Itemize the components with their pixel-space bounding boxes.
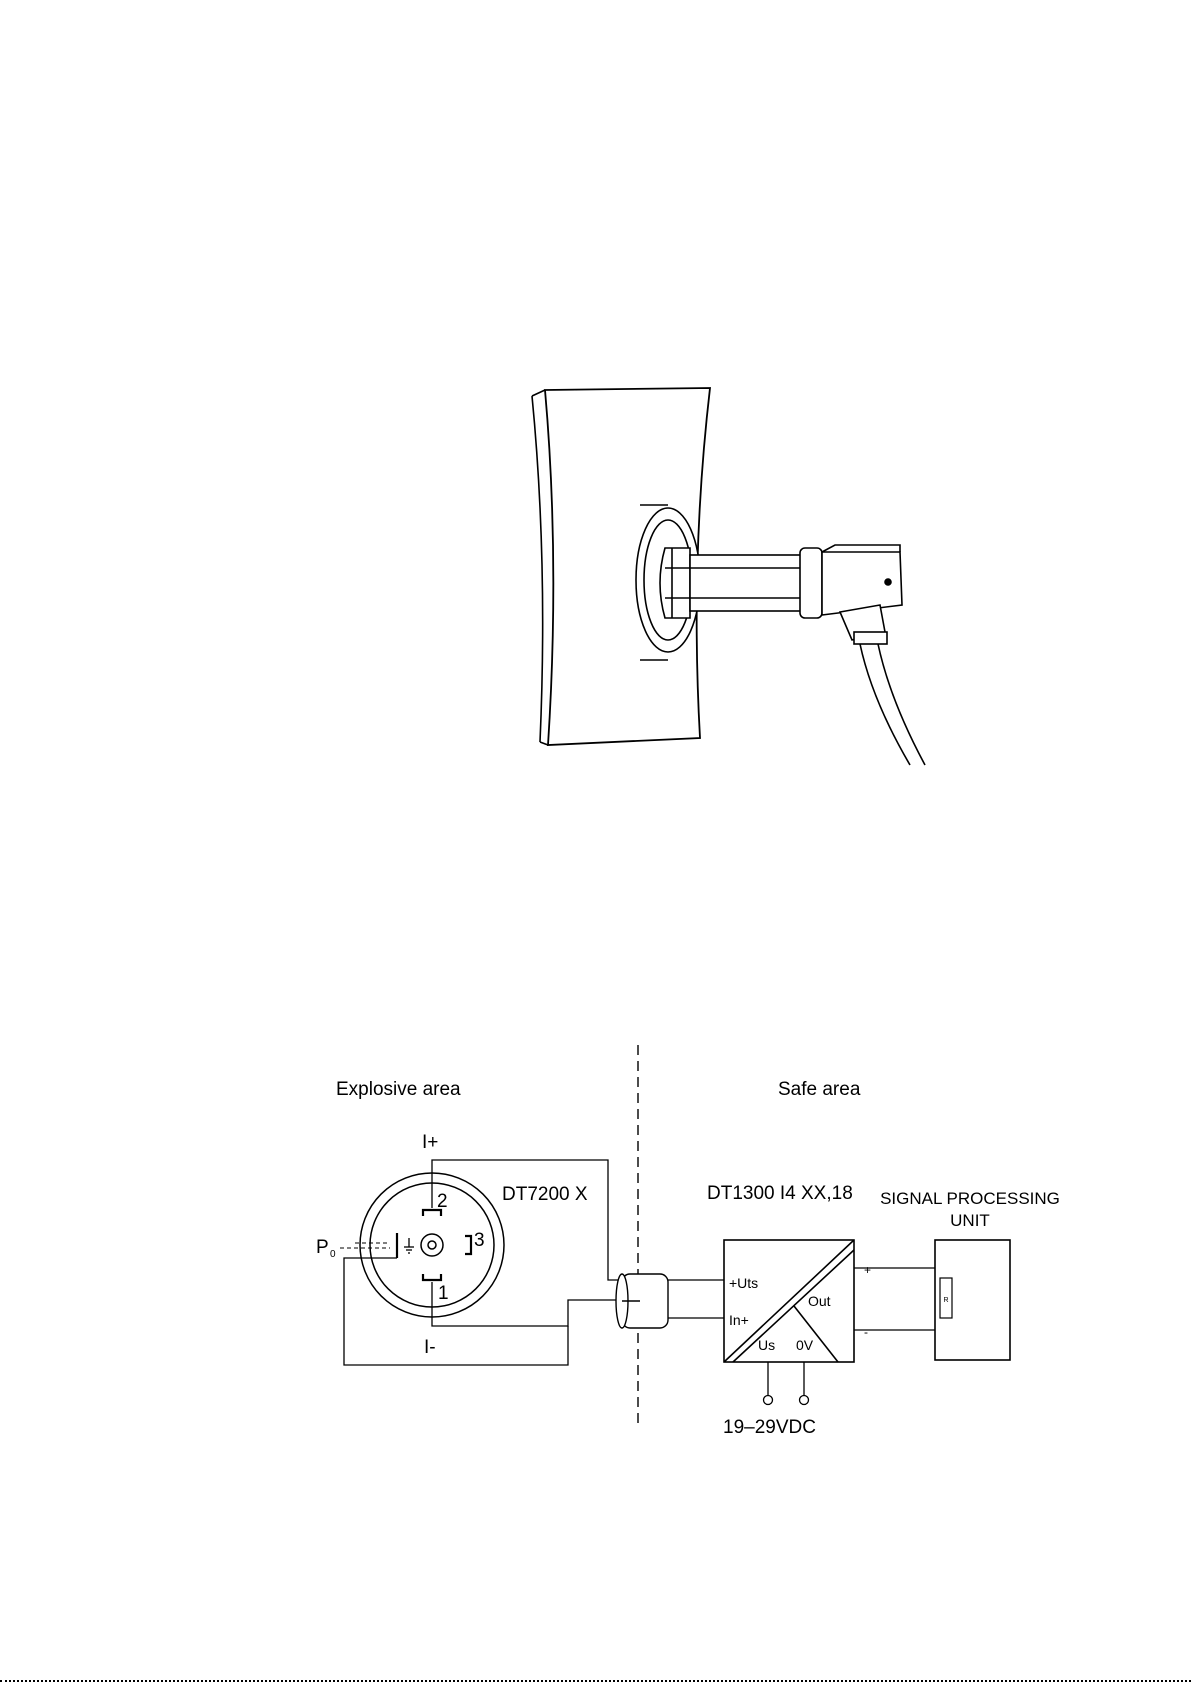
cable-gland (854, 632, 887, 644)
p0-label: P (316, 1237, 329, 1258)
i-plus-label: I+ (422, 1132, 438, 1153)
signal-unit-title-2: UNIT (950, 1211, 990, 1230)
pin-2-label: 2 (437, 1191, 448, 1212)
wire-i-minus (432, 1282, 620, 1326)
hex-nut (660, 548, 690, 618)
explosive-area-label: Explosive area (336, 1079, 461, 1100)
supply-voltage-label: 19–29VDC (723, 1417, 816, 1438)
page-bottom-rule (0, 1680, 1191, 1682)
zero-v-label: 0V (796, 1337, 814, 1353)
transmitter-model-label: DT7200 X (502, 1184, 588, 1205)
pin-3-label: 3 (474, 1230, 485, 1251)
cable-junction (616, 1274, 668, 1328)
sensor-body (690, 555, 802, 611)
in-label: In+ (729, 1312, 749, 1328)
out-plus-label: + (864, 1263, 871, 1277)
pin-1-label: 1 (438, 1283, 449, 1304)
center-pin (421, 1234, 443, 1256)
out-label: Out (808, 1293, 831, 1309)
ground-icon (404, 1238, 414, 1253)
signal-unit-title-1: SIGNAL PROCESSING (880, 1189, 1060, 1208)
connector-screw (885, 579, 891, 585)
p0-subscript: 0 (330, 1249, 336, 1260)
pin-3 (465, 1236, 471, 1254)
us-label: Us (758, 1337, 775, 1353)
resistor-label: R (943, 1297, 948, 1304)
barrier-model-label: DT1300 I4 XX,18 (707, 1183, 853, 1204)
terminal-us (764, 1396, 773, 1405)
out-minus-label: - (864, 1325, 868, 1339)
cable (860, 644, 910, 765)
uts-label: +Uts (729, 1275, 758, 1291)
sensor-collar (800, 548, 822, 618)
safe-area-label: Safe area (778, 1079, 861, 1100)
i-minus-label: I- (424, 1337, 436, 1358)
terminal-0v (800, 1396, 809, 1405)
isolation-barrier (724, 1240, 854, 1362)
pressure-transmitter-illustration (532, 388, 925, 765)
pin-1 (423, 1274, 441, 1280)
